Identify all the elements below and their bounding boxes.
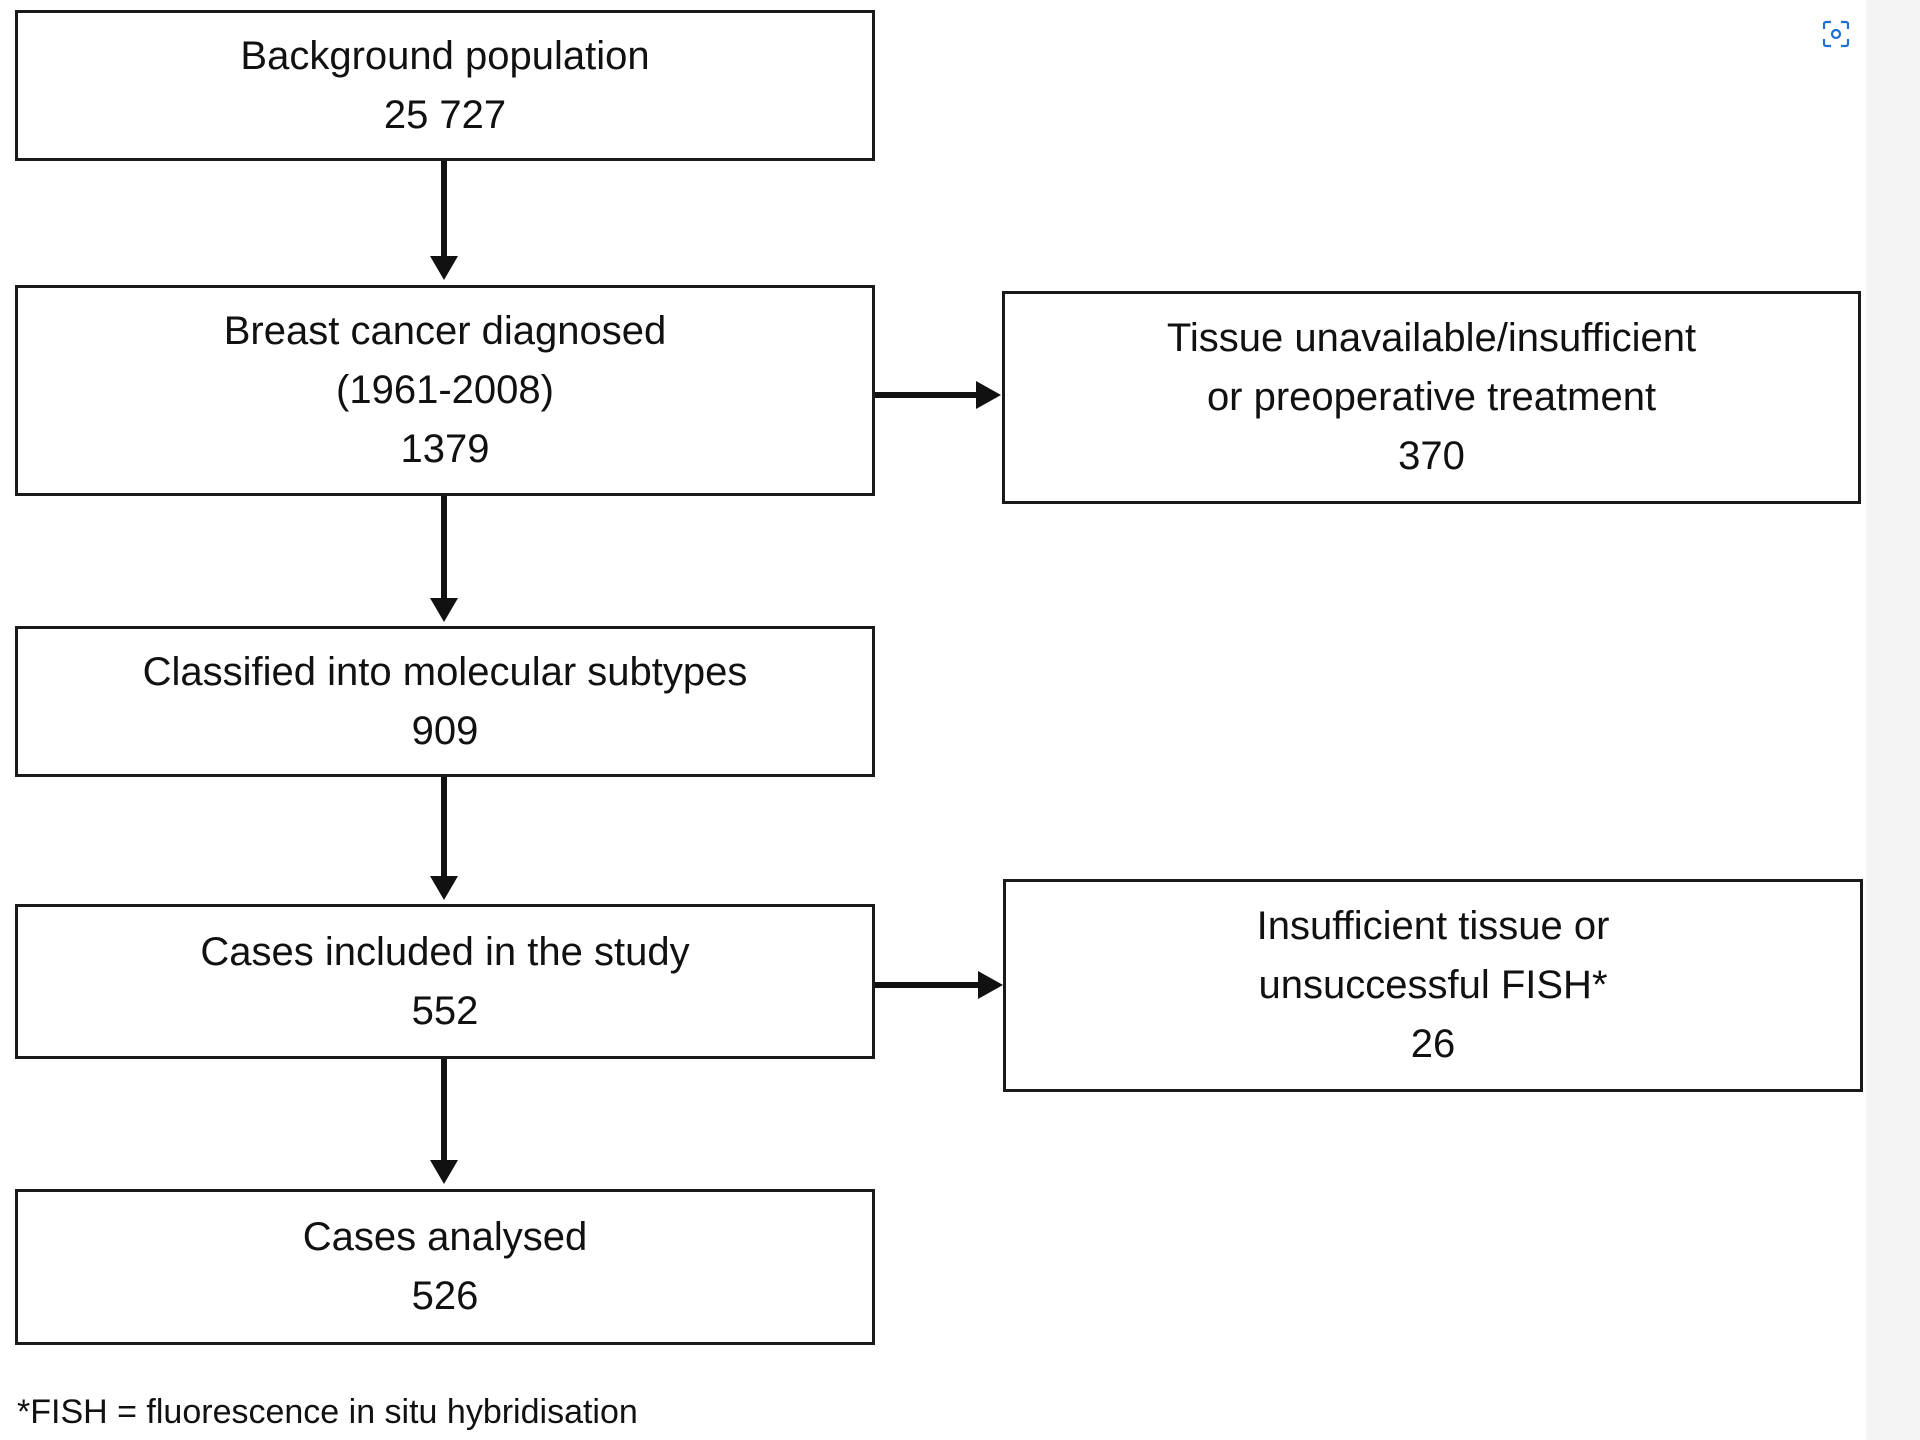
arrow-background-to-diagnosed xyxy=(430,161,458,280)
expand-icon[interactable] xyxy=(1822,20,1850,48)
box-text-line: Classified into molecular subtypes xyxy=(142,649,748,694)
box-cases-analysed: Cases analysed 526 xyxy=(15,1189,875,1345)
box-count: 526 xyxy=(411,1274,479,1318)
box-background-population: Background population 25 727 xyxy=(15,10,875,161)
footnote: *FISH = fluorescence in situ hybridisati… xyxy=(17,1393,638,1431)
box-breast-cancer-diagnosed: Breast cancer diagnosed (1961-2008) 1379 xyxy=(15,285,875,496)
box-count: 909 xyxy=(411,708,479,753)
box-count: 25 727 xyxy=(383,92,507,137)
arrow-classified-to-included xyxy=(430,776,458,900)
box-count: 370 xyxy=(1398,434,1465,478)
box-tissue-unavailable: Tissue unavailable/insufficient or preop… xyxy=(1002,291,1861,504)
box-cases-included: Cases included in the study 552 xyxy=(15,904,875,1059)
arrow-included-to-analysed xyxy=(430,1059,458,1184)
box-insufficient-fish: Insufficient tissue or unsuccessful FISH… xyxy=(1003,879,1863,1092)
arrow-included-to-insufficient-fish xyxy=(874,971,1003,999)
box-text-line: Cases included in the study xyxy=(200,929,690,974)
box-text-line: unsuccessful FISH* xyxy=(1258,963,1608,1007)
arrow-diagnosed-to-tissue-unavailable xyxy=(874,381,1001,409)
box-text-line: (1961-2008) xyxy=(336,368,554,412)
box-text-line: Background population xyxy=(240,33,650,78)
box-text-line: Tissue unavailable/insufficient xyxy=(1166,316,1697,360)
box-text-line: or preoperative treatment xyxy=(1206,375,1657,419)
box-count: 1379 xyxy=(400,427,490,471)
arrow-diagnosed-to-classified xyxy=(430,496,458,622)
box-count: 552 xyxy=(411,988,479,1033)
box-count: 26 xyxy=(1410,1022,1456,1066)
box-text-line: Breast cancer diagnosed xyxy=(223,309,667,353)
box-text-line: Cases analysed xyxy=(302,1215,588,1259)
box-classified-molecular-subtypes: Classified into molecular subtypes 909 xyxy=(15,626,875,777)
side-strip xyxy=(1866,0,1920,1440)
box-text-line: Insufficient tissue or xyxy=(1256,904,1610,948)
